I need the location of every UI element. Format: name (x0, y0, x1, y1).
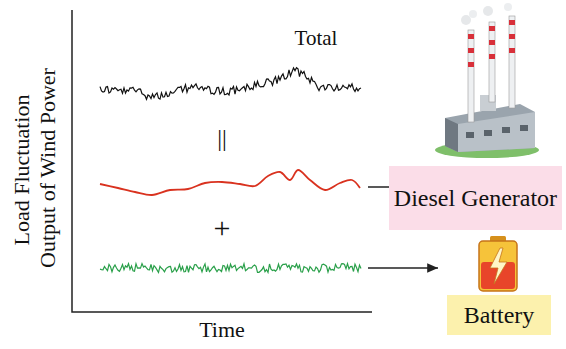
box-label: Battery (464, 302, 535, 328)
series-label: Total (295, 28, 338, 49)
process-box: Battery (447, 295, 551, 335)
battery-curve (100, 264, 361, 273)
axis-label: Time (199, 319, 245, 341)
arrow (368, 267, 438, 269)
plus-sign: + (214, 213, 231, 243)
battery-icon (479, 236, 517, 291)
axis (72, 10, 372, 312)
factory-icon (435, 3, 539, 158)
total-curve (100, 68, 361, 100)
process-box: Diesel Generator (389, 166, 562, 230)
box-label: Diesel Generator (394, 185, 557, 211)
axis-label: Output of Wind Power (37, 68, 59, 268)
axis-label: Load Fluctuation (11, 95, 33, 246)
diesel-curve (100, 170, 360, 195)
equals-sign: || (217, 126, 227, 150)
